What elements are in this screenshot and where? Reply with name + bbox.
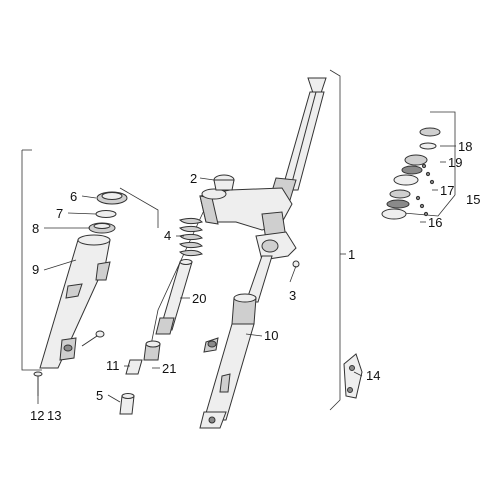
callout-21: 21 [162, 361, 176, 376]
callout-labels: 1 2 3 4 5 6 7 8 9 10 11 12 13 14 15 16 1… [30, 139, 480, 423]
steering-stem [269, 77, 327, 201]
callout-3: 3 [289, 288, 296, 303]
damper-tube [155, 259, 193, 335]
callout-17: 17 [440, 183, 454, 198]
callout-18: 18 [458, 139, 472, 154]
callout-19: 19 [448, 155, 462, 170]
bottom-bushing [119, 393, 135, 415]
bottom-screw [33, 371, 43, 396]
callout-10: 10 [264, 328, 278, 343]
lower-clamp [255, 231, 300, 268]
callout-14: 14 [366, 368, 380, 383]
callout-6: 6 [70, 189, 77, 204]
axle-bolt [81, 330, 105, 347]
callout-12: 12 [30, 408, 44, 423]
callout-9: 9 [32, 262, 39, 277]
seal-rings [88, 191, 128, 234]
caliper-bracket [343, 353, 363, 399]
bracket-fork-assembly [329, 69, 341, 411]
bracket-middle-group [149, 205, 207, 351]
callout-1: 1 [348, 247, 355, 262]
callout-7: 7 [56, 206, 63, 221]
leader-lines [37, 145, 456, 404]
damper-rod [125, 340, 161, 375]
bracket-bearing-group [430, 111, 456, 195]
callout-11: 11 [106, 358, 120, 373]
callout-2: 2 [190, 171, 197, 186]
callout-15: 15 [466, 192, 480, 207]
callout-20: 20 [192, 291, 206, 306]
right-fork-leg [199, 255, 273, 429]
left-fork-slider [39, 234, 111, 369]
top-cap [213, 174, 235, 191]
callout-5: 5 [96, 388, 103, 403]
bearing-stack [381, 127, 441, 220]
bracket-left-leg [21, 150, 42, 371]
fork-crown [199, 187, 293, 241]
callout-13: 13 [47, 408, 61, 423]
callout-8: 8 [32, 221, 39, 236]
callout-4: 4 [164, 228, 171, 243]
fork-spring [179, 217, 203, 257]
callout-16: 16 [428, 215, 442, 230]
